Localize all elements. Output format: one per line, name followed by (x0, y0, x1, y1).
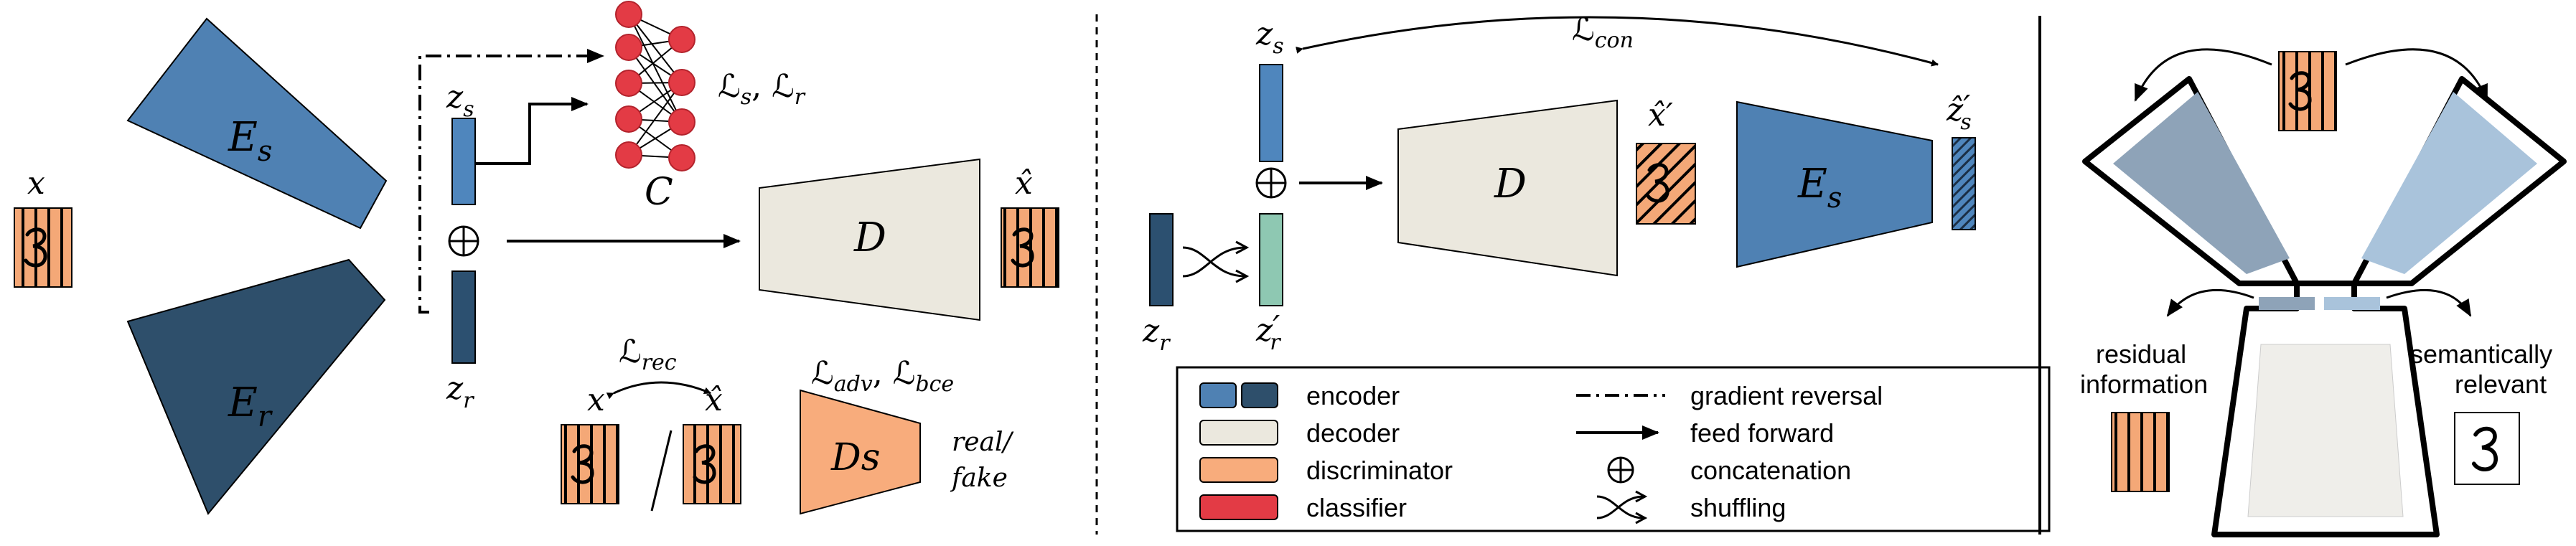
zs-label: zs (446, 79, 474, 122)
p2-zs-label: zs (1255, 16, 1284, 59)
p2-es-label: Es (1797, 161, 1842, 215)
y-right-encoder (2361, 92, 2537, 274)
concatenation-icon (448, 225, 479, 257)
zr-label: zr (446, 370, 474, 413)
p2-xhat-prime-label: x̂′ (1648, 97, 1673, 133)
semantic-label-line1: semantically (2410, 339, 2552, 369)
residual-label-line1: residual (2096, 339, 2186, 369)
legend: encoder decoder discriminator classifier… (1176, 366, 2051, 532)
shuffle-icon (1182, 240, 1250, 283)
p2-zs-vector (1259, 64, 1283, 162)
p2-zr-prime-label: z′r (1255, 309, 1281, 355)
es-label: Es (228, 114, 272, 168)
y-input-digit-image (2278, 51, 2337, 131)
p2-semantic-encoder: Es (1736, 100, 1933, 268)
con-loss-label: ℒcon (1572, 11, 1634, 53)
rec-output-image (683, 424, 741, 504)
digit-three-image (2454, 412, 2520, 485)
decoder-panel-one: D (759, 158, 980, 321)
classifier-network: C (615, 1, 695, 214)
residual-encoder: Er (126, 258, 386, 515)
legend-discriminator-label: discriminator (1306, 456, 1453, 485)
input-x-label: x (27, 165, 45, 202)
input-digit-image (14, 207, 72, 288)
rec-loss-label: ℒrec (619, 334, 677, 375)
legend-concatenation-label: concatenation (1690, 456, 1851, 485)
legend-shuffle-icon (1596, 490, 1648, 524)
real-label: real/ (952, 428, 1014, 457)
legend-shuffling-label: shuffling (1690, 493, 1786, 522)
rec-separator (650, 430, 673, 512)
p2-zs-hat-prime-vector (1952, 137, 1976, 230)
zs-vector (451, 118, 476, 205)
legend-decoder-label: decoder (1306, 418, 1400, 448)
semantic-label-line2: relevant (2455, 370, 2547, 399)
y-decoder (2247, 344, 2404, 517)
gradient-reversal-path (418, 49, 604, 314)
legend-gradient-reversal-label: gradient reversal (1690, 381, 1883, 410)
legend-feed-forward-label: feed forward (1690, 418, 1834, 448)
adv-loss-label: ℒadv, ℒbce (811, 355, 954, 397)
p2-decoder-label: D (1494, 161, 1527, 207)
panel-two: zs ℒcon z′r zr D x̂ (1142, 11, 2051, 532)
fake-label: fake (950, 463, 1008, 493)
y-residual-latent (2259, 297, 2315, 310)
legend-concatenation-icon (1607, 456, 1634, 484)
reconstructed-digit-image (1001, 207, 1059, 288)
zs-to-classifier-arrow (475, 97, 589, 165)
residual-stripes-image (2111, 412, 2170, 492)
y-arrow-semantic (2386, 288, 2472, 317)
residual-label-line2: information (2080, 370, 2208, 399)
er-label: Er (228, 380, 273, 433)
p2-zs-hat-prime-label: ẑ′s (1946, 89, 1972, 135)
p2-generated-digit-image (1636, 143, 1696, 225)
semantic-encoder: Es (126, 17, 388, 230)
p2-zr-label: zr (1142, 313, 1171, 356)
y-shape-outline (2082, 76, 2567, 537)
rec-input-image (561, 424, 619, 504)
classifier-loss-label: ℒs, ℒr (718, 68, 806, 110)
decoder-label: D (853, 215, 886, 261)
legend-classifier-label: classifier (1306, 493, 1407, 522)
y-arrow-residual (2166, 288, 2254, 317)
rec-x-label: x (587, 382, 605, 418)
legend-encoder-label: encoder (1306, 381, 1400, 410)
zr-vector (451, 270, 476, 364)
con-loss-arc (1296, 16, 1939, 67)
y-semantic-latent (2324, 297, 2380, 310)
p2-concatenation-icon (1255, 167, 1287, 199)
discriminator: Ds (800, 389, 921, 515)
panel-three: residual information semantically releva… (2080, 48, 2567, 537)
decoder-panel-two: D (1397, 99, 1618, 277)
y-left-encoder (2113, 92, 2290, 274)
rec-xhat-label: x̂ (705, 382, 723, 418)
panel-one: x Es Er zs zr (14, 1, 1059, 515)
p2-zr-prime-vector (1259, 213, 1283, 306)
rec-loss-arc (606, 381, 711, 400)
ds-label: Ds (830, 436, 880, 479)
y-arrow-left (2134, 48, 2272, 102)
p2-zr-vector (1149, 213, 1174, 306)
y-arrow-right (2345, 48, 2488, 102)
xhat-label: x̂ (1015, 165, 1033, 202)
classifier-label: C (645, 171, 673, 214)
